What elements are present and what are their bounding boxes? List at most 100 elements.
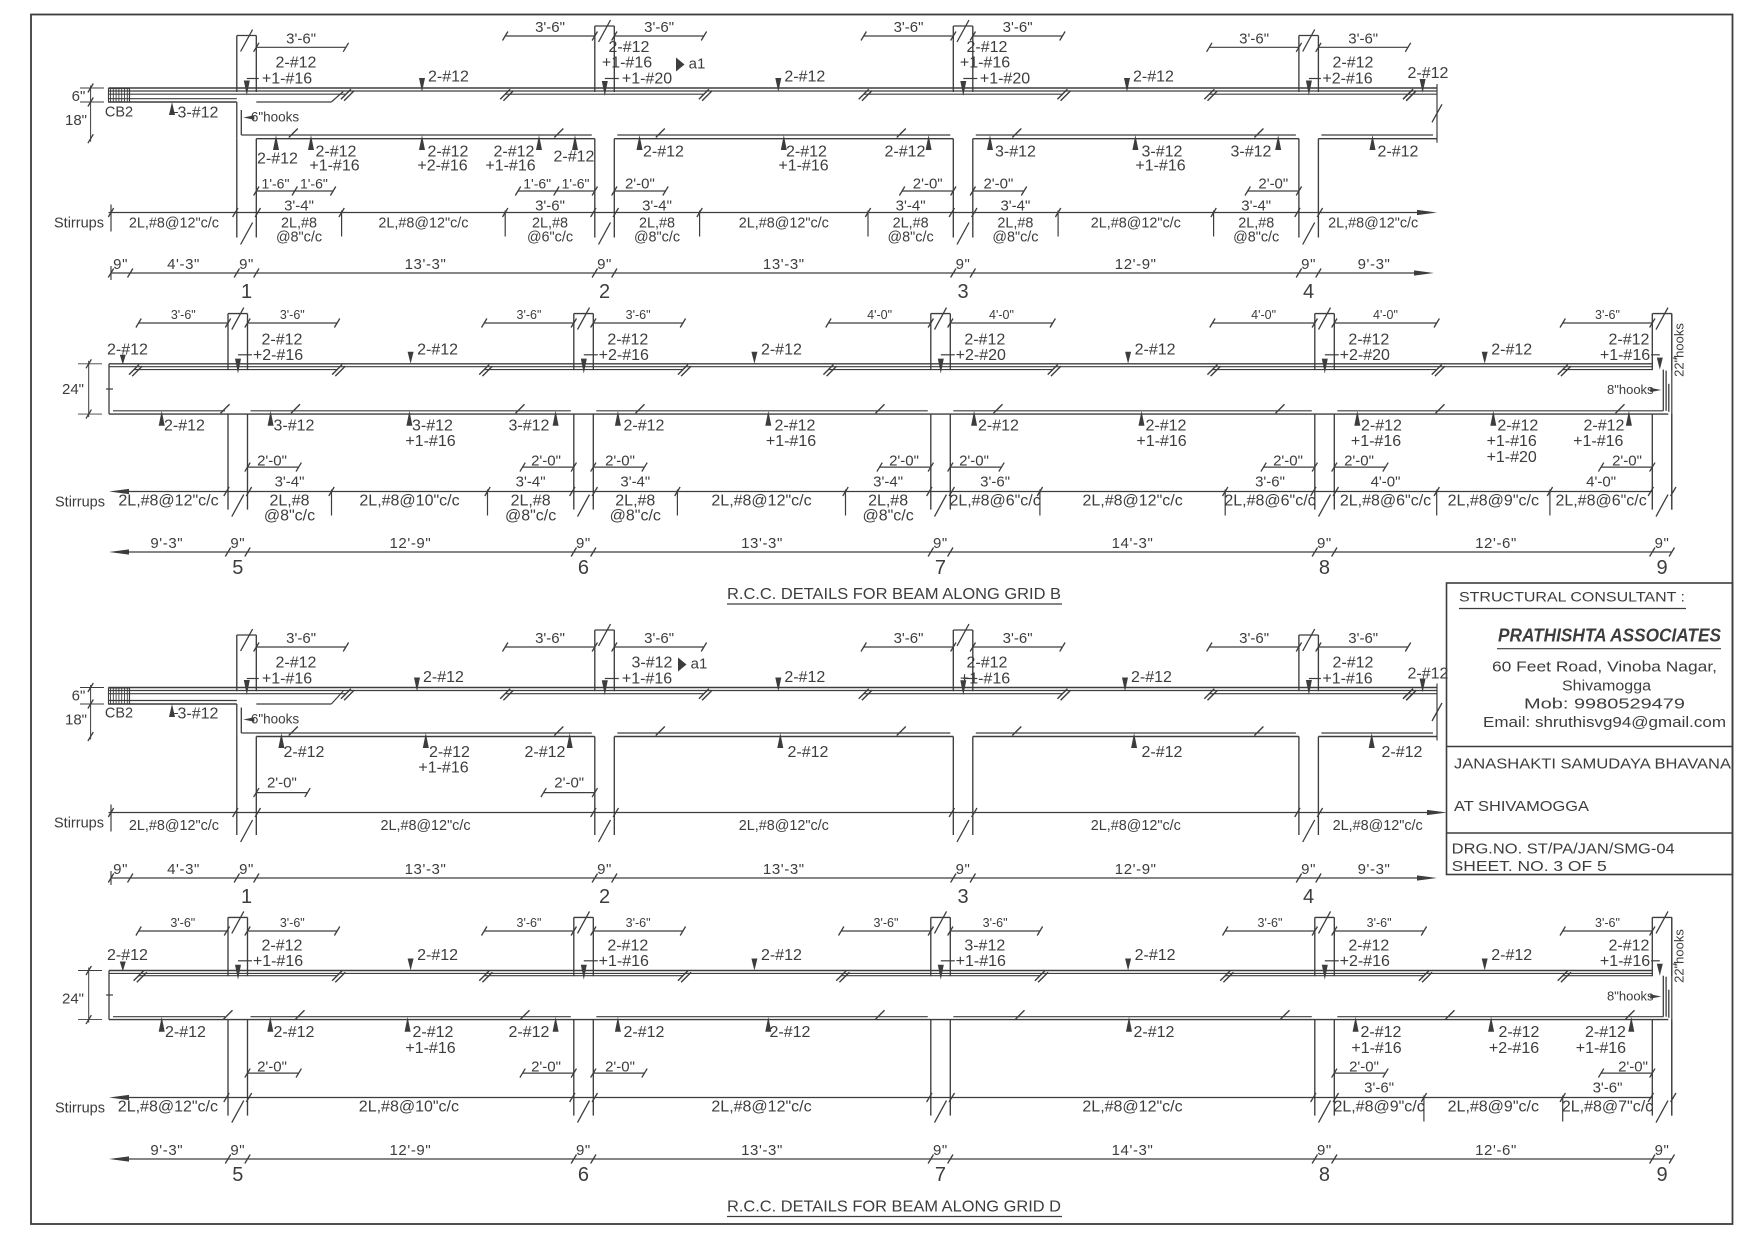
svg-text:+1-#16: +1-#16 [405, 433, 455, 450]
svg-text:2'-0": 2'-0" [913, 176, 943, 193]
svg-text:9": 9" [597, 256, 612, 273]
svg-text:2L,#8: 2L,#8 [868, 493, 908, 510]
svg-text:3-#12: 3-#12 [995, 144, 1036, 161]
svg-text:2L,#8@12"c/c: 2L,#8@12"c/c [739, 216, 829, 232]
svg-text:2-#12: 2-#12 [1585, 1024, 1626, 1041]
svg-text:2L,#8: 2L,#8 [997, 216, 1033, 232]
svg-text:2'-0": 2'-0" [554, 775, 584, 792]
svg-text:3'-6": 3'-6" [1003, 630, 1033, 647]
svg-text:9": 9" [933, 535, 948, 552]
svg-text:Stirrups: Stirrups [54, 216, 104, 232]
svg-text:+2-#16: +2-#16 [599, 347, 649, 364]
svg-text:+1-#20: +1-#20 [622, 71, 672, 88]
svg-text:2L,#8: 2L,#8 [615, 493, 655, 510]
svg-text:2-#12: 2-#12 [165, 1024, 206, 1041]
svg-text:Shivamogga: Shivamogga [1562, 678, 1652, 695]
svg-text:3'-6": 3'-6" [171, 308, 196, 322]
svg-text:2'-0": 2'-0" [1618, 1059, 1648, 1076]
svg-text:3'-4": 3'-4" [284, 198, 314, 215]
svg-text:@8"c/c: @8"c/c [610, 508, 661, 525]
svg-text:+1-#16: +1-#16 [253, 953, 303, 970]
svg-text:CB2: CB2 [105, 706, 133, 722]
svg-text:2'-0": 2'-0" [959, 453, 989, 470]
svg-text:2'-0": 2'-0" [257, 1059, 287, 1076]
svg-text:3'-6": 3'-6" [517, 308, 542, 322]
svg-text:3'-4": 3'-4" [1000, 198, 1030, 215]
svg-text:3'-6": 3'-6" [983, 916, 1008, 930]
svg-text:2L,#8@7"c/c: 2L,#8@7"c/c [1562, 1099, 1653, 1116]
svg-text:3-#12: 3-#12 [178, 105, 219, 122]
svg-text:9: 9 [1656, 1164, 1667, 1186]
svg-text:2-#12: 2-#12 [1333, 55, 1374, 72]
svg-text:2L,#8@9"c/c: 2L,#8@9"c/c [1333, 1099, 1424, 1116]
svg-text:4'-0": 4'-0" [1586, 474, 1616, 491]
svg-text:1'-6": 1'-6" [262, 176, 290, 192]
svg-text:+1-#20: +1-#20 [1487, 449, 1537, 466]
svg-text:2-#12: 2-#12 [1378, 144, 1419, 161]
svg-text:2-#12: 2-#12 [1142, 744, 1183, 761]
svg-text:+1-#16: +1-#16 [1573, 433, 1623, 450]
svg-text:2-#12: 2-#12 [1348, 332, 1389, 349]
svg-text:22"hooks: 22"hooks [1671, 929, 1686, 983]
svg-text:1'-6": 1'-6" [562, 176, 590, 192]
svg-text:3-#12: 3-#12 [412, 418, 453, 435]
svg-text:6"hooks: 6"hooks [251, 110, 300, 125]
svg-text:3'-6": 3'-6" [535, 19, 565, 36]
svg-text:2L,#8@6"c/c: 2L,#8@6"c/c [1224, 493, 1315, 510]
svg-text:9": 9" [576, 1142, 591, 1159]
svg-text:3'-6": 3'-6" [1367, 916, 1392, 930]
svg-text:+2-#16: +2-#16 [417, 158, 467, 175]
svg-text:Stirrups: Stirrups [55, 1101, 105, 1117]
svg-text:3'-4": 3'-4" [873, 474, 903, 491]
svg-text:9": 9" [1301, 861, 1316, 878]
svg-text:12'-9": 12'-9" [1115, 861, 1157, 878]
svg-text:4'-3": 4'-3" [167, 861, 200, 878]
svg-text:2L,#8: 2L,#8 [532, 216, 568, 232]
svg-text:2-#12: 2-#12 [429, 744, 470, 761]
svg-text:3'-6": 3'-6" [1595, 308, 1620, 322]
svg-text:2'-0": 2'-0" [531, 453, 561, 470]
svg-text:+1-#16: +1-#16 [1135, 158, 1185, 175]
svg-text:2'-0": 2'-0" [889, 453, 919, 470]
svg-text:2L,#8@12"c/c: 2L,#8@12"c/c [1082, 493, 1182, 510]
svg-text:9'-3": 9'-3" [1358, 256, 1391, 273]
svg-text:2L,#8@12"c/c: 2L,#8@12"c/c [711, 1099, 811, 1116]
svg-text:2-#12: 2-#12 [284, 744, 325, 761]
svg-text:2L,#8@12"c/c: 2L,#8@12"c/c [378, 216, 468, 232]
svg-text:4'-0": 4'-0" [867, 308, 892, 322]
svg-text:13'-3": 13'-3" [741, 1142, 783, 1159]
svg-text:2'-0": 2'-0" [983, 176, 1013, 193]
svg-text:2L,#8@12"c/c: 2L,#8@12"c/c [1082, 1099, 1182, 1116]
svg-text:2-#12: 2-#12 [1491, 342, 1532, 359]
svg-text:3-#12: 3-#12 [1231, 144, 1272, 161]
svg-text:2-#12: 2-#12 [1131, 669, 1172, 686]
svg-text:5: 5 [232, 557, 243, 579]
svg-text:4'-0": 4'-0" [1373, 308, 1398, 322]
svg-text:@8"c/c: @8"c/c [1233, 230, 1279, 246]
svg-text:4: 4 [1303, 886, 1314, 908]
svg-text:18": 18" [65, 112, 87, 129]
svg-text:2L,#8@12"c/c: 2L,#8@12"c/c [1091, 216, 1181, 232]
svg-text:2L,#8@12"c/c: 2L,#8@12"c/c [1328, 216, 1418, 232]
svg-text:9": 9" [1317, 1142, 1332, 1159]
svg-text:2-#12: 2-#12 [1382, 744, 1423, 761]
svg-text:+1-#16: +1-#16 [262, 71, 312, 88]
svg-text:3-#12: 3-#12 [178, 706, 219, 723]
svg-text:+1-#16: +1-#16 [960, 671, 1010, 688]
svg-text:2-#12: 2-#12 [1361, 1024, 1402, 1041]
svg-text:Stirrups: Stirrups [55, 495, 105, 511]
svg-text:2-#12: 2-#12 [978, 418, 1019, 435]
svg-text:+1-#16: +1-#16 [485, 158, 535, 175]
svg-text:9": 9" [230, 535, 245, 552]
svg-text:2-#12: 2-#12 [761, 342, 802, 359]
svg-text:2-#12: 2-#12 [624, 418, 665, 435]
svg-text:2-#12: 2-#12 [276, 55, 317, 72]
svg-text:3'-6": 3'-6" [170, 916, 195, 930]
svg-text:18": 18" [65, 712, 87, 729]
svg-text:2L,#8@6"c/c: 2L,#8@6"c/c [1555, 493, 1646, 510]
svg-text:2-#12: 2-#12 [761, 947, 802, 964]
svg-text:3: 3 [957, 281, 968, 303]
svg-text:2L,#8: 2L,#8 [281, 216, 317, 232]
svg-text:2-#12: 2-#12 [964, 332, 1005, 349]
svg-text:9": 9" [597, 861, 612, 878]
